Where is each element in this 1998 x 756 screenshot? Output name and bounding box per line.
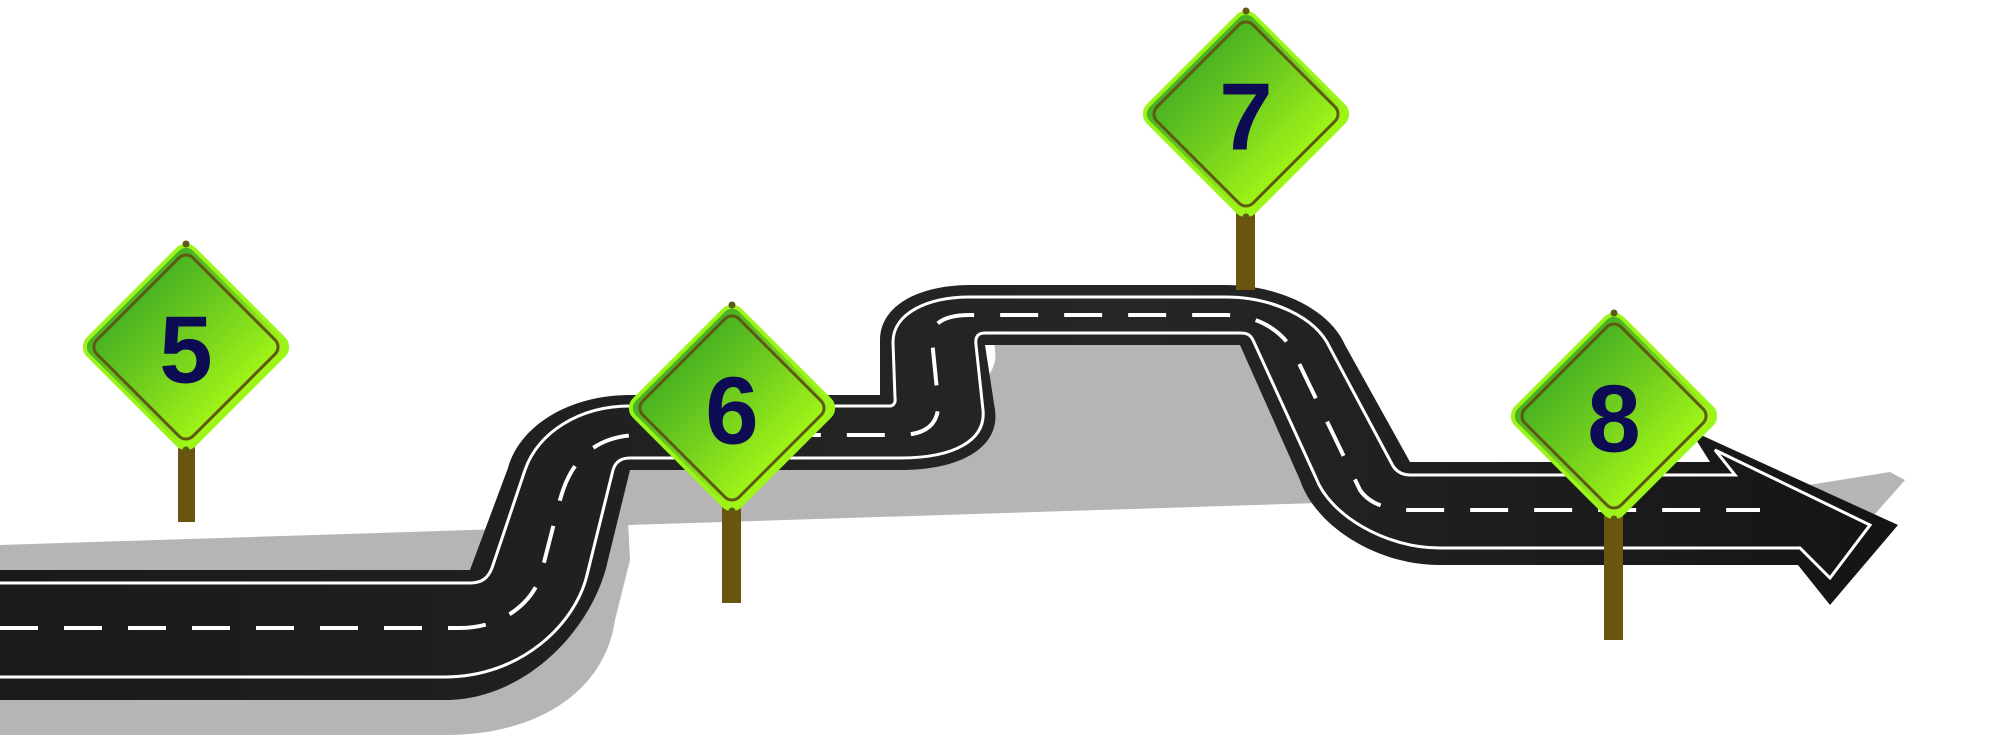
sign-6-post [722,505,741,603]
sign-8-post [1604,510,1623,640]
sign-7-number: 7 [1219,64,1272,171]
sign-8-number: 8 [1587,366,1640,473]
sign-7-board [1142,10,1350,218]
sign-7-post [1236,210,1255,290]
sign-7: 7 [1142,7,1350,290]
sign-5-post [178,440,195,522]
sign-5-number: 5 [159,297,212,404]
sign-6-board [628,304,836,512]
sign-8-board [1510,312,1718,520]
road [0,285,1898,700]
sign-5: 5 [82,240,290,522]
sign-6-number: 6 [705,358,758,465]
road-edge-line-top [0,295,1873,679]
sign-8: 8 [1510,309,1718,640]
sign-5-board [82,243,290,451]
sign-6: 6 [628,301,836,603]
